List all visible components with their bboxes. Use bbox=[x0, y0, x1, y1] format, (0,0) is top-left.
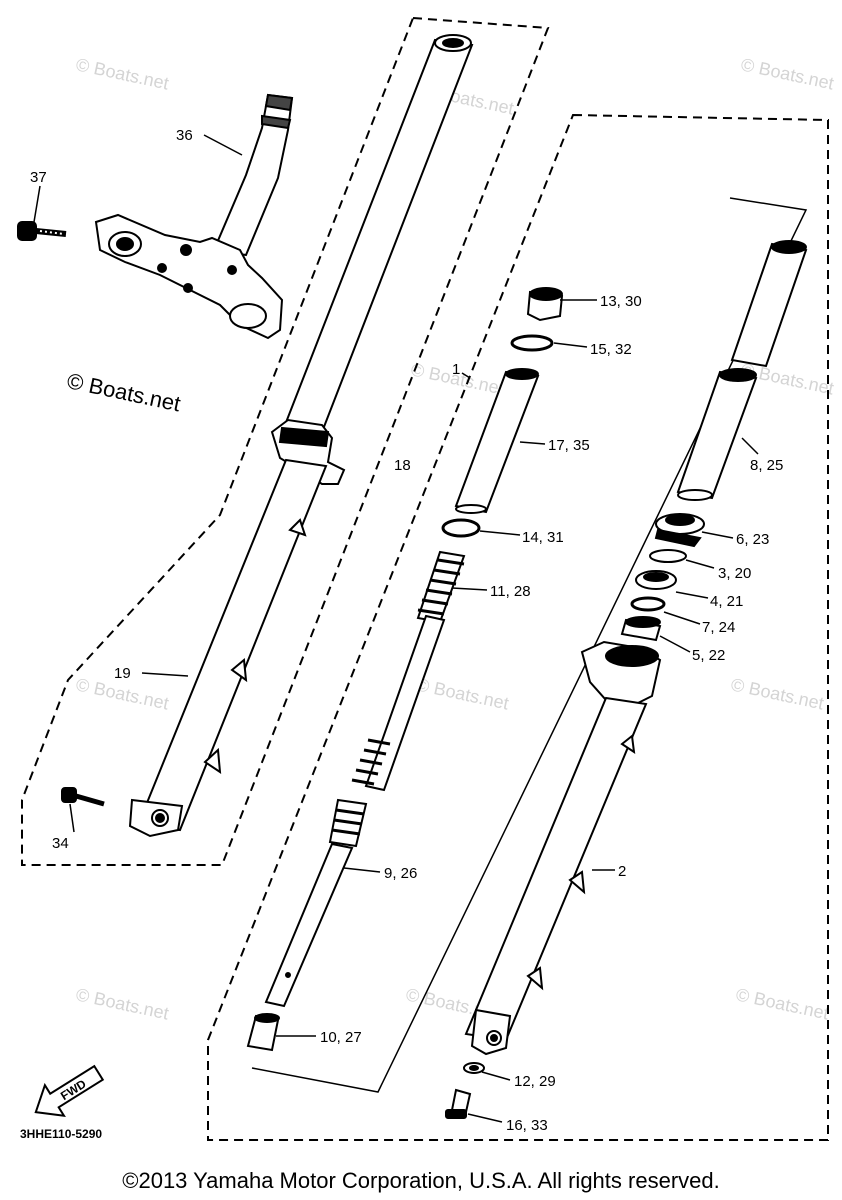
watermark-text: © Boats.net bbox=[74, 984, 170, 1023]
callout-5-22: 5, 22 bbox=[692, 647, 725, 664]
callout-13-30: 13, 30 bbox=[600, 293, 642, 310]
oil-lock-piece-10 bbox=[246, 1013, 280, 1052]
fork-inner-tube-19 bbox=[128, 34, 474, 838]
washer-7 bbox=[630, 596, 666, 612]
spacer-17 bbox=[454, 368, 540, 514]
callout-12-29: 12, 29 bbox=[514, 1073, 556, 1090]
fork-spring-11 bbox=[351, 550, 466, 792]
outer-tube-2 bbox=[464, 640, 662, 1056]
callout-10-27: 10, 27 bbox=[320, 1029, 362, 1046]
fork-inner-tube-8 bbox=[676, 240, 808, 501]
washer-14 bbox=[441, 518, 481, 538]
watermark-text: © Boats.net bbox=[739, 54, 835, 93]
fork-assembly-left-boundary bbox=[21, 16, 550, 866]
callout-36: 36 bbox=[176, 127, 193, 144]
diagram-code: 3HHE110-5290 bbox=[20, 1127, 102, 1141]
callout-6-23: 6, 23 bbox=[736, 531, 769, 548]
dust-seal-6 bbox=[654, 513, 705, 548]
fork-assembly-right-boundary bbox=[207, 113, 829, 1141]
callout-15-32: 15, 32 bbox=[590, 341, 632, 358]
copyright-notice: ©2013 Yamaha Motor Corporation, U.S.A. A… bbox=[122, 1168, 720, 1193]
leader-lines bbox=[33, 134, 759, 1123]
oil-seal-4 bbox=[635, 570, 677, 590]
callout-1: 1 bbox=[452, 361, 460, 378]
callout-17-35: 17, 35 bbox=[548, 437, 590, 454]
callout-8-25: 8, 25 bbox=[750, 457, 783, 474]
callout-3-20: 3, 20 bbox=[718, 565, 751, 582]
callout-2: 2 bbox=[618, 863, 626, 880]
callout-7-24: 7, 24 bbox=[702, 619, 735, 636]
faint-watermarks: © Boats.net © Boats.net © Boats.net © Bo… bbox=[74, 54, 835, 1023]
watermark-text: © Boats.net bbox=[729, 674, 825, 713]
callout-11-28: 11, 28 bbox=[490, 583, 531, 600]
bolt-34 bbox=[61, 787, 105, 807]
bolt-37 bbox=[17, 221, 67, 241]
slide-metal-5 bbox=[620, 616, 662, 642]
callout-34: 34 bbox=[52, 835, 69, 852]
watermark-text: © Boats.net bbox=[734, 984, 830, 1023]
callout-4-21: 4, 21 bbox=[710, 593, 743, 610]
watermark-text: © Boats.net bbox=[74, 54, 170, 93]
callout-16-33: 16, 33 bbox=[506, 1117, 548, 1134]
gasket-12 bbox=[463, 1062, 485, 1074]
callout-37: 37 bbox=[30, 169, 47, 186]
callout-labels: 36 37 19 34 18 1 13, 30 15, 32 17, 35 14… bbox=[30, 127, 783, 1134]
callout-18: 18 bbox=[394, 457, 411, 474]
circlip-3 bbox=[649, 549, 687, 563]
callout-19: 19 bbox=[114, 665, 131, 682]
cap-bolt-13 bbox=[526, 287, 564, 322]
damper-rod-9 bbox=[264, 798, 368, 1008]
callout-14-31: 14, 31 bbox=[522, 529, 564, 546]
forward-direction-arrow: FWD bbox=[34, 1064, 105, 1118]
watermark-text: © Boats.net bbox=[414, 674, 510, 713]
callout-9-26: 9, 26 bbox=[384, 865, 417, 882]
o-ring-15 bbox=[510, 334, 554, 352]
steering-stem-under-bracket bbox=[94, 93, 294, 340]
bolt-16 bbox=[445, 1088, 472, 1119]
